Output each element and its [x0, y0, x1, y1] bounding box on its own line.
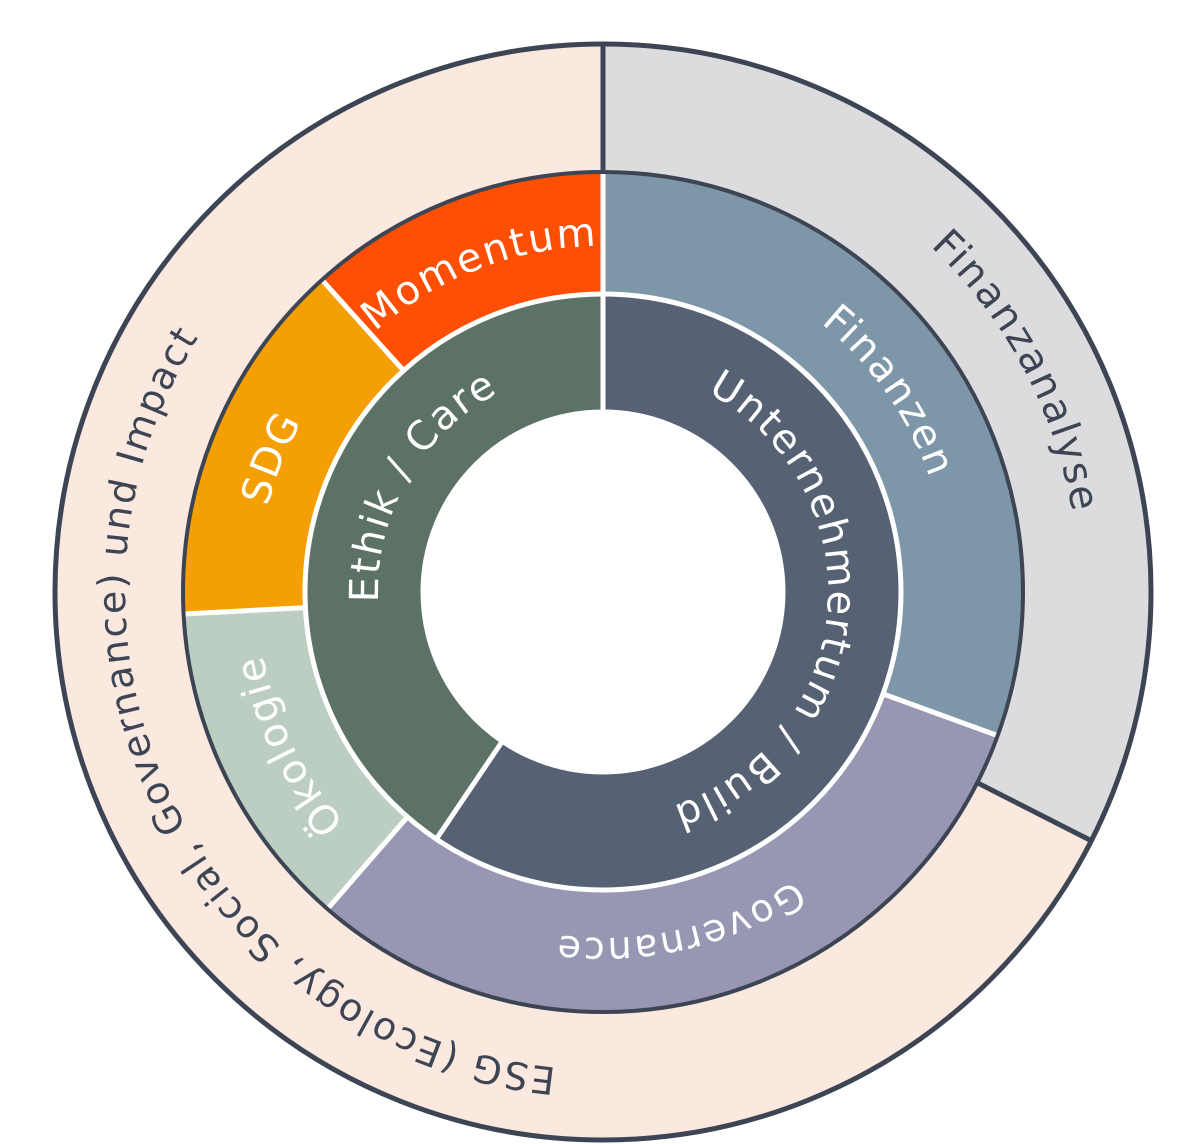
segment-unternehmertum-build [436, 294, 901, 890]
divider-oekologie-governance [325, 815, 410, 911]
divider-momentum-sdg [320, 278, 406, 373]
outer-right-divider [976, 780, 1093, 844]
segment-governance [327, 693, 998, 1012]
segment-momentum [321, 172, 603, 371]
divider-sdg-oekologie [183, 605, 306, 617]
divider-governance-finanzen [882, 691, 999, 738]
separator-ring-inner [420, 409, 786, 775]
segment-ethik-care [305, 294, 603, 840]
segment-dividers [183, 172, 999, 911]
divider-ethik-unternehmertum [434, 739, 505, 841]
outer-segment-finanzanalyse [603, 44, 1151, 841]
separator-ring-middle [302, 291, 904, 893]
segment-sdg [183, 279, 404, 614]
segment-oekologie [183, 607, 408, 909]
